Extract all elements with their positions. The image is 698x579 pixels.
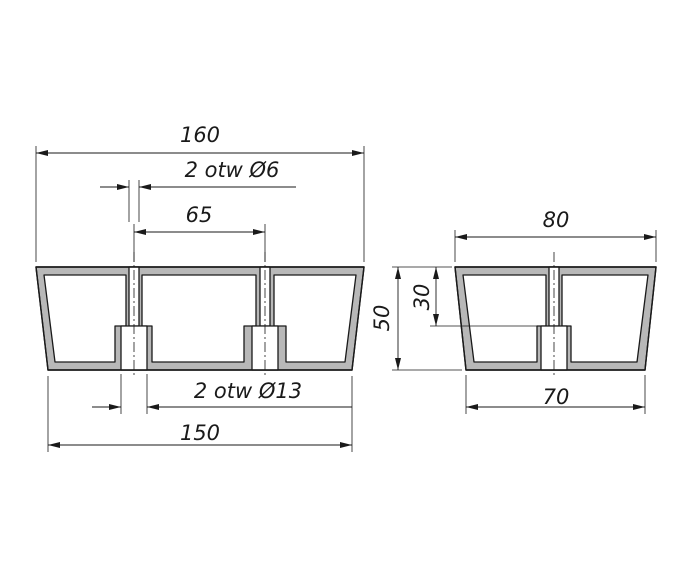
label-depth-top: 80 <box>543 208 570 232</box>
label-hole-spacing: 65 <box>186 203 213 227</box>
front-cavity-left <box>43 274 127 363</box>
front-cavity-right <box>273 274 357 363</box>
front-dimensions: 160 2 otw Ø6 65 2 otw Ø13 150 <box>35 123 365 452</box>
label-height-total: 50 <box>370 305 394 332</box>
label-width-overall: 160 <box>180 123 220 147</box>
label-holes-large: 2 otw Ø13 <box>194 379 302 403</box>
front-outline-stroke <box>35 266 365 371</box>
side-cavity-right <box>561 274 649 363</box>
side-view: 50 30 80 70 <box>370 208 657 414</box>
side-outline-stroke <box>454 266 657 371</box>
side-cavity-left <box>462 274 547 363</box>
label-height-inner: 30 <box>410 284 434 311</box>
front-view <box>35 252 365 378</box>
label-width-base: 150 <box>180 421 220 445</box>
label-depth-base: 70 <box>543 385 570 409</box>
front-cavity-middle <box>141 274 257 363</box>
label-holes-small: 2 otw Ø6 <box>185 158 280 182</box>
